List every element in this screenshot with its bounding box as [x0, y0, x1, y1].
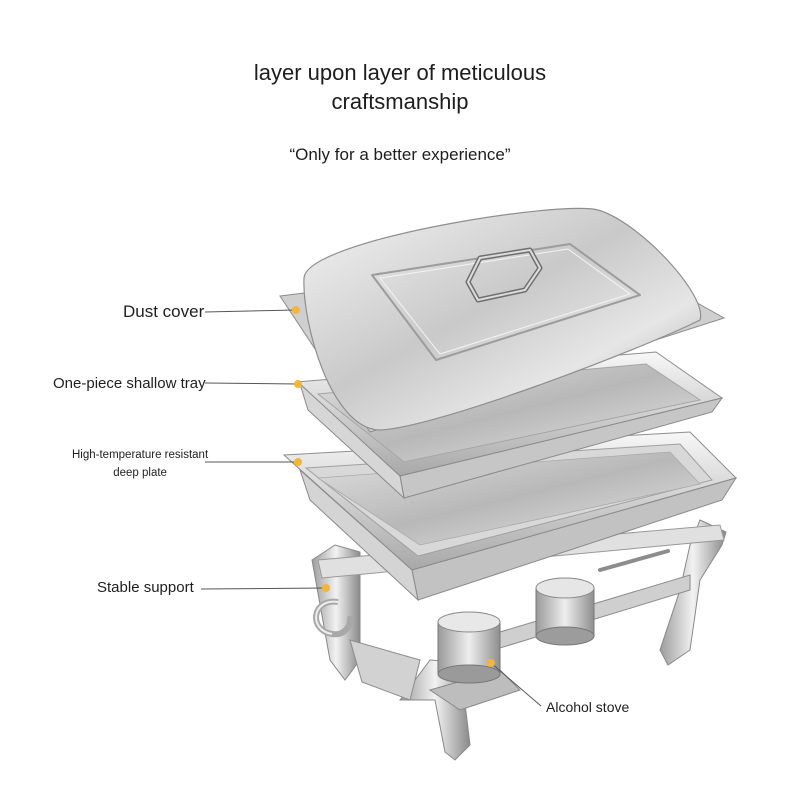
side-handle	[313, 598, 354, 638]
callout-alcohol-stove	[487, 659, 542, 707]
marker-dot	[292, 306, 300, 314]
callout-stable-support	[200, 584, 330, 592]
stand-frame	[311, 519, 727, 761]
marker-dot	[322, 584, 330, 592]
marker-dot	[294, 458, 302, 466]
label-stable-support: Stable support	[97, 579, 194, 596]
marker-dot	[294, 380, 302, 388]
page-title: layer upon layer of meticulous craftsman…	[0, 58, 800, 116]
label-alcohol-stove: Alcohol stove	[546, 699, 630, 715]
title-line-2: craftsmanship	[331, 89, 469, 114]
callout-shallow-tray	[204, 380, 302, 388]
callout-deep-plate	[205, 458, 302, 466]
label-deep-plate-line-1: High-temperature resistant	[72, 449, 209, 461]
title-line-1: layer upon layer of meticulous	[253, 60, 547, 85]
marker-dot	[487, 659, 495, 667]
page-subtitle: “Only for a better experience”	[289, 145, 511, 164]
dust-cover	[279, 207, 726, 433]
label-deep-plate-line-2: deep plate	[113, 467, 167, 479]
label-shallow-tray: One-piece shallow tray	[53, 375, 206, 392]
callout-dust-cover	[204, 306, 300, 314]
alcohol-stove-rear	[535, 577, 595, 646]
label-deep-plate: High-temperature resistant deep plate	[72, 446, 208, 482]
alcohol-stove-front	[437, 611, 501, 684]
label-dust-cover: Dust cover	[123, 302, 205, 321]
